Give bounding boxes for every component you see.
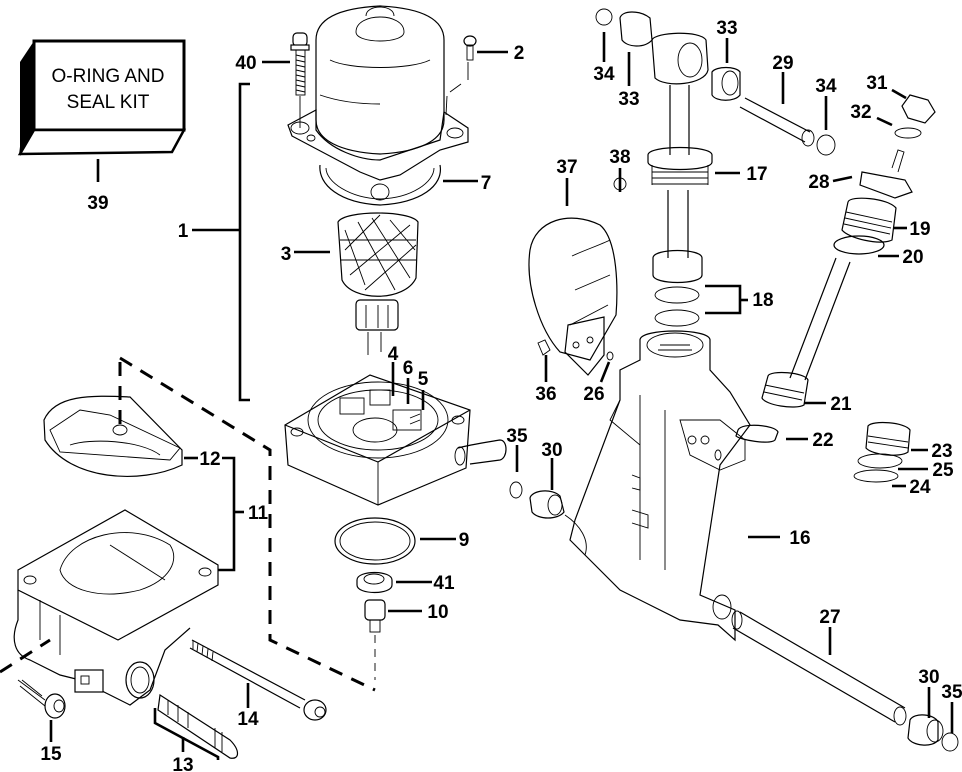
callout-bushing-right-upper: 33 — [716, 18, 737, 39]
callout-retaining-ring-lower: 35 — [941, 682, 962, 703]
callout-long-bolt: 14 — [237, 709, 259, 730]
cylinder-body-16 — [564, 330, 779, 642]
callout-brush-holder: 4 — [388, 344, 399, 365]
callout-cover-plate: 37 — [556, 157, 577, 178]
motor-housing — [287, 5, 469, 206]
callout-retaining-ring-right: 34 — [815, 76, 837, 97]
trim-rod-17 — [647, 32, 713, 327]
callout-nut: 31 — [866, 73, 888, 94]
callout-fitting: 28 — [808, 172, 829, 193]
o-ring-9 — [334, 517, 416, 565]
callout-pivot-pin: 29 — [772, 53, 793, 74]
callout-short-bolt: 15 — [40, 744, 62, 765]
callout-cylinder-body: 16 — [789, 528, 810, 549]
callout-piston-ring: 25 — [932, 460, 954, 481]
callout-retaining-ring-left: 34 — [593, 64, 615, 85]
bolt-40 — [290, 32, 310, 128]
callout-o-ring-small: 26 — [583, 384, 604, 405]
pump-base — [13, 509, 219, 706]
callout-bushing-right-lower: 30 — [918, 667, 939, 688]
callout-trim-cylinder-rod: 17 — [746, 164, 767, 185]
bushing-30-left — [509, 481, 565, 519]
valve-13 — [157, 693, 239, 759]
callout-small-screw: 2 — [514, 43, 525, 64]
callout-motor-mount-screw: 40 — [235, 53, 256, 74]
coupling-10 — [364, 599, 386, 680]
callout-drive-coupling: 10 — [427, 602, 448, 623]
callout-seal-kit: 39 — [87, 193, 108, 214]
callout-motor-housing-o-ring: 7 — [481, 173, 492, 194]
seal-kit-box: O-RING AND SEAL KIT — [17, 39, 187, 182]
kit-label-line2: SEAL KIT — [67, 92, 150, 113]
callout-piston: 23 — [931, 441, 952, 462]
screw-2 — [445, 35, 477, 116]
seal-41 — [356, 571, 393, 594]
callout-retaining-ring-upper: 35 — [506, 426, 528, 447]
long-bolt-14 — [189, 639, 327, 721]
reservoir-cover-12 — [43, 395, 183, 478]
piston-23 — [853, 421, 911, 483]
callout-motor-assembly-bracket: 1 — [178, 221, 189, 242]
lower-tube-27 — [731, 610, 959, 752]
callout-valve-assembly-bracket: 13 — [172, 755, 193, 772]
upper-hardware — [595, 8, 936, 199]
callout-cylinder-o-ring: 22 — [812, 430, 833, 451]
callout-piston-o-ring: 24 — [909, 477, 931, 498]
callout-check-ball: 38 — [609, 147, 630, 168]
callout-piston-o-rings-bracket: 18 — [752, 290, 773, 311]
callout-washer: 32 — [850, 102, 871, 123]
callout-lower-pivot-tube: 27 — [819, 607, 840, 628]
callout-brush-spring: 5 — [418, 369, 429, 390]
end-cap-19 — [761, 197, 897, 408]
callout-armature: 3 — [281, 244, 292, 265]
callout-coupling-seal: 41 — [433, 573, 455, 594]
callout-tilt-piston-rod: 21 — [830, 394, 852, 415]
kit-label-line1: O-RING AND — [52, 66, 165, 87]
callout-end-cap-seal: 20 — [902, 247, 923, 268]
callout-bushing-left: 30 — [541, 440, 562, 461]
callout-end-cap-o-ring: 9 — [459, 530, 470, 551]
callout-screw: 36 — [535, 384, 556, 405]
brush-plate — [284, 374, 507, 506]
callout-pump-assembly-bracket: 11 — [248, 503, 269, 524]
cover-plate-37 — [528, 177, 627, 376]
leader-lines — [49, 32, 954, 760]
callout-end-cap: 19 — [909, 219, 930, 240]
callout-bushing-left-upper: 33 — [618, 89, 639, 110]
bolt-15 — [17, 679, 66, 719]
callout-brush: 6 — [403, 358, 414, 379]
callout-reservoir-cover: 12 — [199, 449, 220, 470]
armature-3 — [337, 212, 419, 355]
